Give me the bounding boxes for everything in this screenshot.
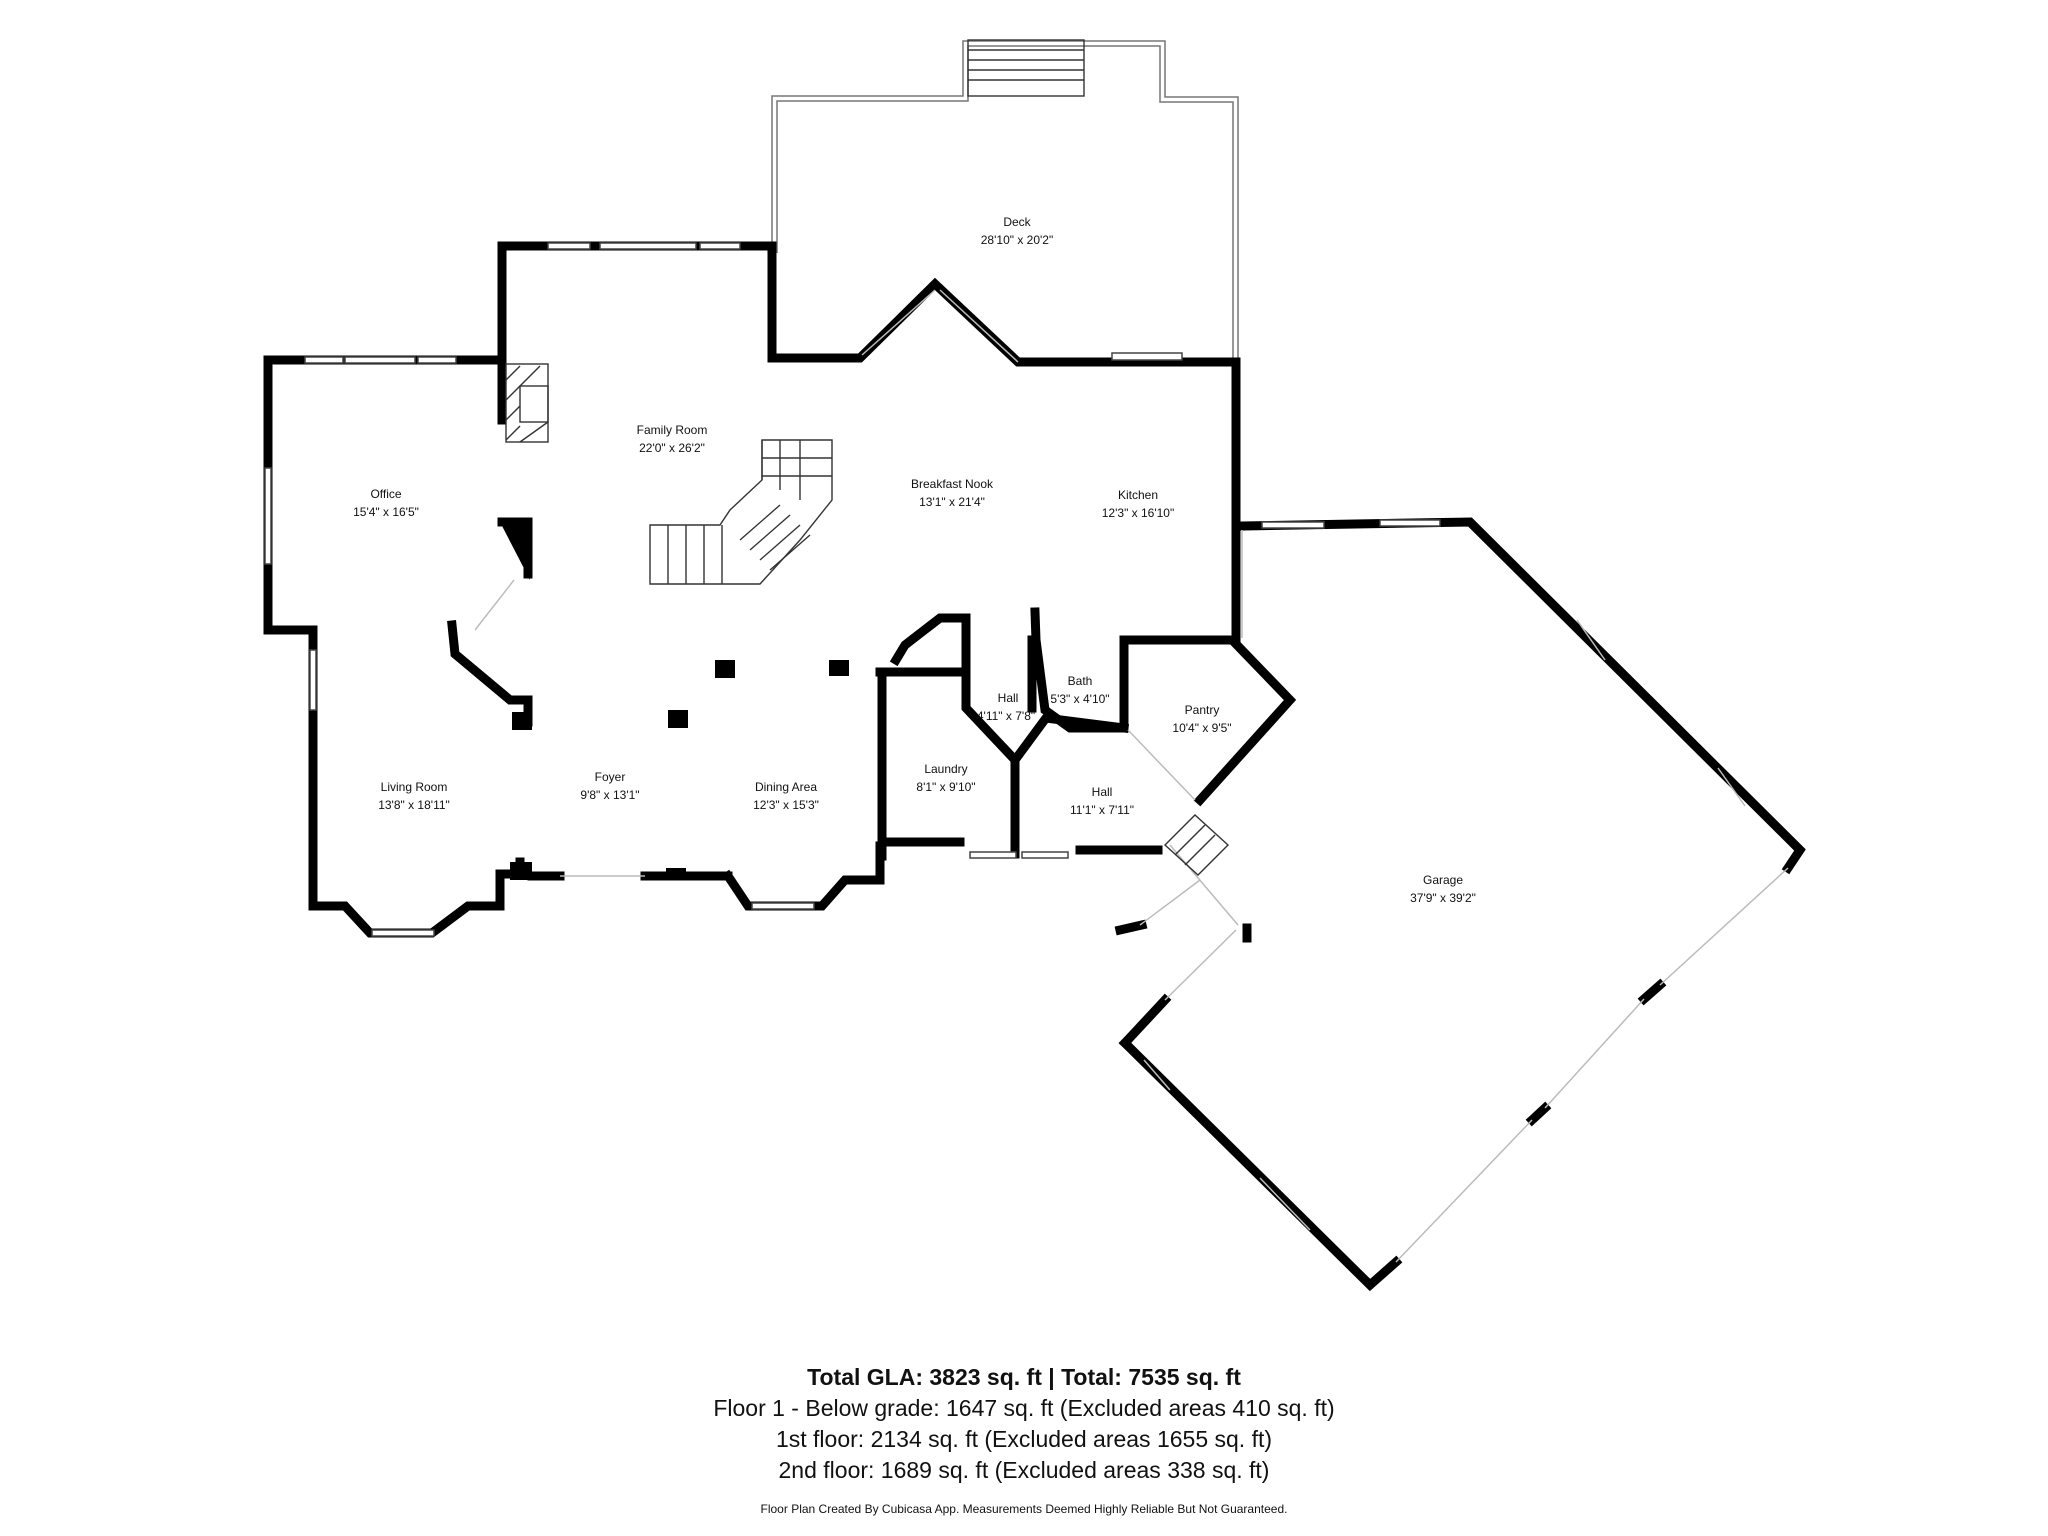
svg-text:9'8" x 13'1": 9'8" x 13'1"	[580, 788, 639, 802]
svg-text:Pantry: Pantry	[1185, 703, 1220, 717]
svg-text:Bath: Bath	[1068, 674, 1093, 688]
svg-text:10'4" x 9'5": 10'4" x 9'5"	[1172, 721, 1231, 735]
svg-text:Foyer: Foyer	[595, 770, 626, 784]
columns	[500, 522, 849, 880]
room-label-living-room: Living Room 13'8" x 18'11"	[378, 780, 450, 812]
svg-text:Hall: Hall	[1092, 785, 1113, 799]
svg-text:Garage: Garage	[1423, 873, 1463, 887]
svg-text:Kitchen: Kitchen	[1118, 488, 1158, 502]
svg-text:Office: Office	[370, 487, 401, 501]
room-label-hall-upper: Hall 4'11" x 7'8"	[977, 691, 1035, 723]
svg-text:37'9" x 39'2": 37'9" x 39'2"	[1410, 891, 1476, 905]
room-label-family-room: Family Room 22'0" x 26'2"	[637, 423, 708, 455]
room-label-office: Office 15'4" x 16'5"	[353, 487, 419, 519]
svg-text:5'3" x 4'10": 5'3" x 4'10"	[1050, 692, 1109, 706]
svg-text:4'11" x 7'8": 4'11" x 7'8"	[977, 709, 1035, 723]
area-summary: Total GLA: 3823 sq. ft | Total: 7535 sq.…	[0, 1362, 2048, 1486]
fireplace	[505, 363, 549, 443]
garage-stairs	[1163, 814, 1230, 876]
room-label-deck: Deck 28'10" x 20'2"	[981, 215, 1054, 247]
deck-outline	[771, 40, 1239, 362]
room-label-bath: Bath 5'3" x 4'10"	[1050, 674, 1109, 706]
svg-text:12'3" x 16'10": 12'3" x 16'10"	[1102, 506, 1175, 520]
room-label-foyer: Foyer 9'8" x 13'1"	[580, 770, 639, 802]
interior-staircase	[649, 439, 833, 585]
svg-text:13'1" x 21'4": 13'1" x 21'4"	[919, 495, 985, 509]
room-label-hall-lower: Hall 11'1" x 7'11"	[1070, 785, 1134, 817]
room-label-pantry: Pantry 10'4" x 9'5"	[1172, 703, 1231, 735]
floor-below-grade-area: Floor 1 - Below grade: 1647 sq. ft (Excl…	[713, 1395, 1335, 1421]
svg-text:Dining Area: Dining Area	[755, 780, 817, 794]
svg-text:13'8" x 18'11": 13'8" x 18'11"	[378, 798, 450, 812]
svg-text:12'3" x 15'3": 12'3" x 15'3"	[753, 798, 819, 812]
svg-text:Breakfast Nook: Breakfast Nook	[911, 477, 994, 491]
svg-text:Living Room: Living Room	[381, 780, 448, 794]
svg-text:Family Room: Family Room	[637, 423, 708, 437]
room-label-kitchen: Kitchen 12'3" x 16'10"	[1102, 488, 1175, 520]
second-floor-area: 2nd floor: 1689 sq. ft (Excluded areas 3…	[778, 1457, 1270, 1483]
room-label-laundry: Laundry 8'1" x 9'10"	[916, 762, 975, 794]
first-floor-area: 1st floor: 2134 sq. ft (Excluded areas 1…	[775, 1426, 1273, 1452]
svg-text:22'0" x 26'2": 22'0" x 26'2"	[639, 441, 705, 455]
svg-text:8'1" x 9'10": 8'1" x 9'10"	[916, 780, 975, 794]
svg-text:28'10" x 20'2": 28'10" x 20'2"	[981, 233, 1054, 247]
exterior-walls	[263, 241, 1806, 1292]
room-label-breakfast-nook: Breakfast Nook 13'1" x 21'4"	[911, 477, 994, 509]
openings	[474, 289, 1789, 1263]
svg-text:11'1" x 7'11": 11'1" x 7'11"	[1070, 803, 1134, 817]
svg-text:Deck: Deck	[1003, 215, 1031, 229]
room-label-garage: Garage 37'9" x 39'2"	[1410, 873, 1476, 905]
svg-text:15'4" x 16'5": 15'4" x 16'5"	[353, 505, 419, 519]
svg-text:Laundry: Laundry	[924, 762, 967, 776]
total-area: Total GLA: 3823 sq. ft | Total: 7535 sq.…	[807, 1364, 1241, 1390]
deck-stairs	[967, 39, 1085, 97]
room-label-dining-area: Dining Area 12'3" x 15'3"	[753, 780, 819, 812]
svg-text:Hall: Hall	[998, 691, 1019, 705]
windows	[264, 242, 1746, 1231]
disclaimer-footer: Floor Plan Created By Cubicasa App. Meas…	[760, 1502, 1288, 1516]
